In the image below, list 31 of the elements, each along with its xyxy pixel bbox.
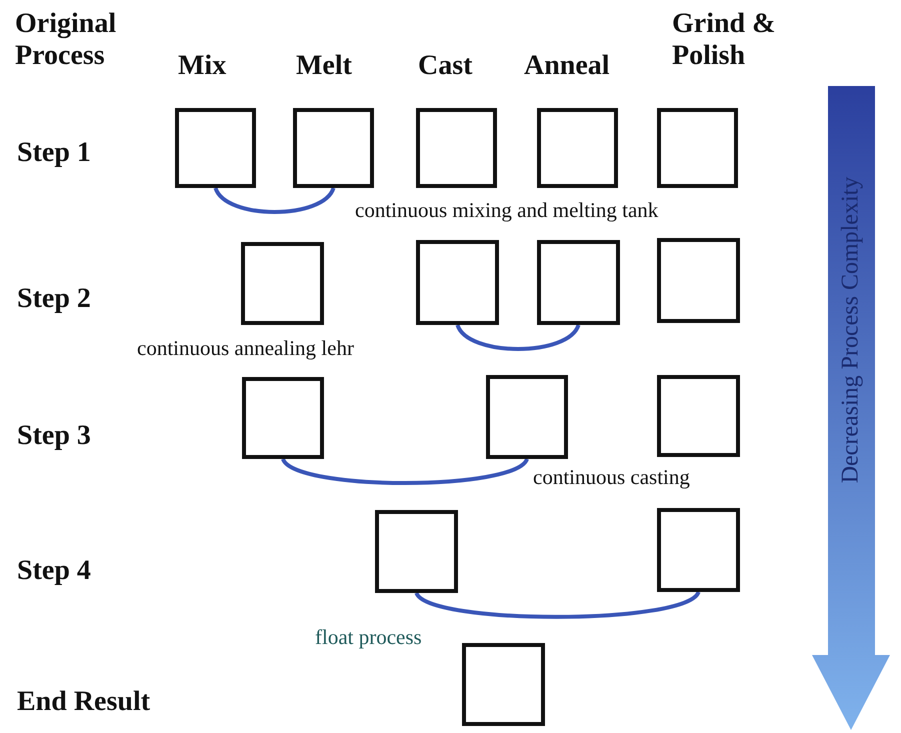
connector-curve [214,187,336,214]
column-heading: Mix [178,50,228,82]
empty-box [293,108,374,188]
connector-curve [415,590,700,619]
axis-label: Decreasing Process Complexity [838,176,864,484]
empty-box [657,108,738,188]
column-heading: Cast [418,50,474,82]
empty-box [416,240,499,325]
empty-box [657,238,740,323]
empty-box [375,510,458,593]
empty-box [537,240,620,325]
empty-box [416,108,497,188]
column-heading: Original Process [15,8,118,72]
empty-box [241,242,324,325]
connector-curve [456,324,580,351]
row-heading: Step 4 [17,555,92,587]
row-heading: Step 3 [17,420,92,452]
row-heading: Step 2 [17,283,92,315]
row-heading: End Result [17,686,152,718]
empty-box [537,108,618,188]
column-heading: Grind & Polish [672,8,776,72]
empty-box [242,377,324,459]
empty-box [175,108,256,188]
column-heading: Melt [296,50,353,82]
empty-box [462,643,545,726]
empty-box [657,508,740,592]
row-heading: Step 1 [17,137,92,169]
empty-box [486,375,568,459]
column-heading: Anneal [524,50,611,82]
connector-curve [282,458,528,485]
empty-box [657,375,740,457]
